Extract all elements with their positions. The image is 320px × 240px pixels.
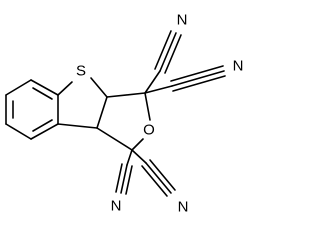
- bond-c-cn: [131, 149, 147, 164]
- bond-aromatic: [30, 123, 59, 140]
- bond-triple: [120, 164, 128, 194]
- nitrile-nitrogen-label: N: [233, 58, 244, 75]
- nitrile-nitrogen-label: N: [111, 198, 122, 215]
- bond-triple: [115, 163, 123, 193]
- bond-aromatic: [5, 123, 32, 140]
- bond-c-cn: [144, 85, 173, 94]
- benzene-ring: [5, 79, 59, 140]
- bond-c-c: [96, 127, 133, 151]
- bond-aromatic: [30, 79, 59, 96]
- bond-c-c: [96, 96, 108, 129]
- bond-aromatic: [5, 79, 32, 96]
- bond-triple: [164, 34, 182, 74]
- nitrile-nitrogen-label: N: [177, 12, 188, 29]
- bond-s-c: [90, 77, 108, 98]
- bond-c-c: [106, 92, 146, 98]
- bond-triple: [159, 32, 177, 72]
- bond-c-s: [57, 81, 73, 96]
- bond-triple: [171, 70, 225, 87]
- bond-c-cn: [126, 149, 133, 166]
- bond-c-o: [144, 92, 151, 121]
- structure-canvas: S O N N N N: [5, 12, 244, 216]
- bond-triple: [170, 65, 224, 82]
- thiophene-ring: [57, 77, 108, 129]
- nitrile-nitrogen-label: N: [178, 199, 189, 216]
- bond-double-inner: [32, 87, 53, 100]
- bond-c-cn: [144, 70, 161, 94]
- bond-triple: [172, 75, 226, 92]
- bond-c-c: [57, 123, 98, 129]
- sulfur-atom-label: S: [76, 63, 86, 80]
- nitrile-groups: [115, 30, 226, 197]
- bond-double-inner: [32, 119, 53, 132]
- bond-triple: [125, 165, 133, 195]
- molecule-diagram: S O N N N N: [5, 12, 244, 216]
- bond-triple: [141, 165, 168, 197]
- bond-triple: [149, 159, 176, 191]
- furan-ring: [96, 92, 151, 151]
- bond-o-c: [131, 138, 144, 151]
- bond-triple: [145, 162, 172, 194]
- bond-triple: [154, 30, 172, 70]
- oxygen-atom-label: O: [143, 122, 155, 139]
